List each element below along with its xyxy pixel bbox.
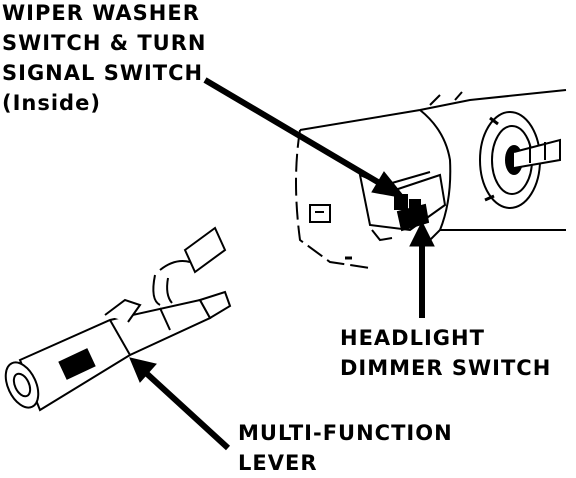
label-wiper-line3: SIGNAL SWITCH [2,61,204,85]
label-wiper-line2: SWITCH & TURN [2,31,207,55]
steering-shaft [479,111,561,209]
arrows [129,77,435,451]
wiper-arrowhead [371,171,407,199]
label-headlight-line1: HEADLIGHT [340,326,485,350]
lever-arrowhead [129,357,157,383]
multi-function-lever [4,226,232,412]
label-wiper-washer-switch: WIPER WASHER SWITCH & TURN SIGNAL SWITCH… [2,0,206,118]
label-headlight-dimmer-switch: HEADLIGHT DIMMER SWITCH [340,323,551,383]
wiper-arrow [203,77,390,191]
label-lever-line2: LEVER [238,451,318,475]
label-wiper-line4: (Inside) [2,91,101,115]
lever-arrow [142,369,231,451]
label-multi-function-lever: MULTI-FUNCTION LEVER [238,418,453,478]
switch-assembly [358,171,447,242]
headlight-arrowhead [409,220,435,247]
label-headlight-line2: DIMMER SWITCH [340,356,552,380]
label-lever-line1: MULTI-FUNCTION [238,421,453,445]
label-wiper-line1: WIPER WASHER [2,1,200,25]
steering-column-housing [295,89,567,269]
